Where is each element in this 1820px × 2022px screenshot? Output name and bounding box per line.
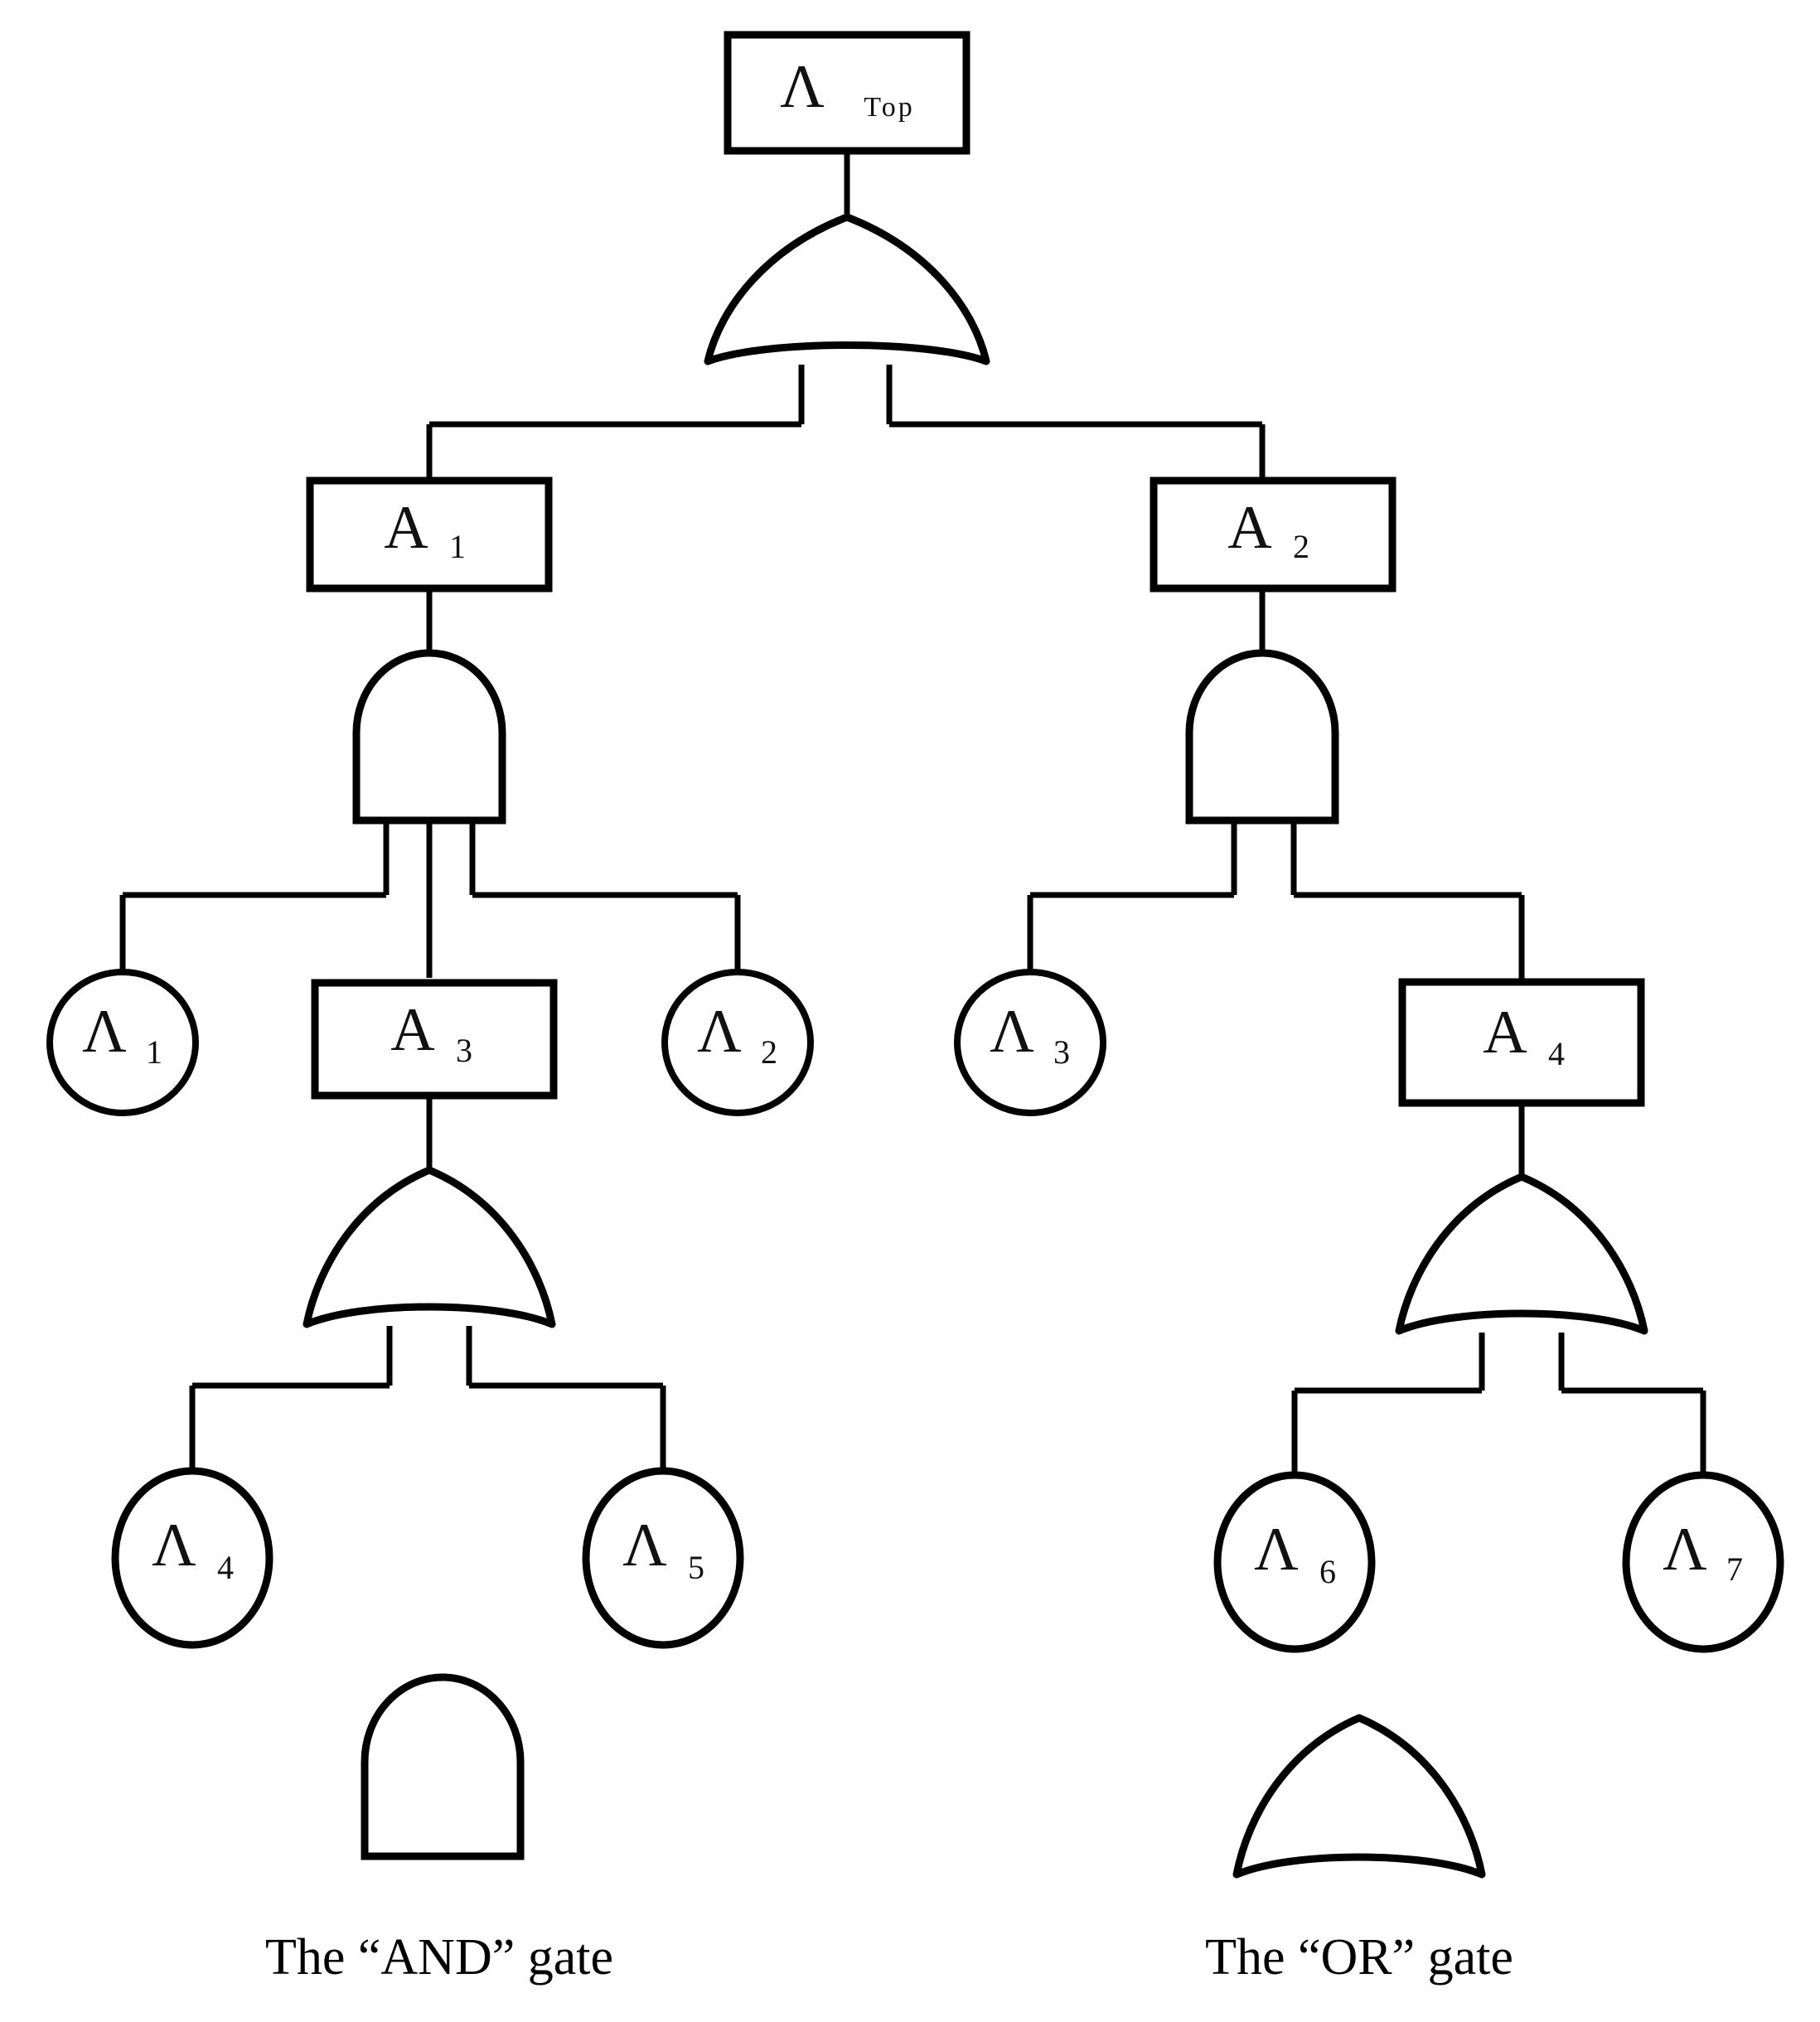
or-gate-icon — [1232, 1714, 1486, 1879]
legend-and-gate-shape — [361, 1673, 525, 1860]
l2-circle[interactable] — [661, 969, 814, 1116]
a1-box[interactable] — [306, 476, 553, 593]
a3-box[interactable] — [311, 979, 558, 1100]
top-event-symbol: Λ — [780, 53, 825, 121]
l7-subscript: 7 — [1726, 1550, 1743, 1588]
or-gate-shape[interactable] — [1395, 1173, 1648, 1335]
l3-circle[interactable] — [954, 969, 1106, 1116]
a4-box[interactable] — [1398, 978, 1645, 1107]
gate-and-a1[interactable] — [352, 649, 506, 825]
l1-circle[interactable] — [46, 969, 199, 1116]
a1-symbol: A — [384, 494, 428, 562]
gate-or-a3[interactable] — [303, 1166, 556, 1328]
legend-and-label: The “AND” gate — [265, 1929, 613, 1986]
top-event-subscript: Top — [864, 92, 914, 123]
legend-or-label: The “OR” gate — [1205, 1929, 1513, 1986]
and-gate-shape[interactable] — [1185, 649, 1339, 825]
a2-subscript: 2 — [1293, 528, 1309, 565]
l1-symbol: Λ — [82, 998, 127, 1066]
and-gate-shape[interactable] — [352, 649, 506, 825]
node-a2[interactable]: A 2 — [1150, 476, 1396, 593]
l6-subscript: 6 — [1319, 1553, 1336, 1590]
l5-subscript: 5 — [688, 1549, 704, 1586]
node-a4[interactable]: A 4 — [1398, 978, 1645, 1107]
l5-symbol: Λ — [622, 1512, 667, 1579]
l2-symbol: Λ — [697, 998, 742, 1066]
a4-symbol: A — [1483, 999, 1527, 1067]
or-gate-shape[interactable] — [704, 213, 990, 365]
l4-subscript: 4 — [217, 1549, 234, 1586]
a2-box[interactable] — [1150, 476, 1396, 593]
l6-symbol: Λ — [1254, 1516, 1299, 1584]
and-gate-icon — [361, 1673, 525, 1860]
l7-circle[interactable] — [1622, 1471, 1784, 1653]
a3-symbol: A — [390, 996, 434, 1064]
node-a1[interactable]: A 1 — [306, 476, 553, 593]
node-basic-l6[interactable]: Λ 6 — [1213, 1471, 1376, 1653]
node-basic-l2[interactable]: Λ 2 — [661, 969, 814, 1116]
l6-circle[interactable] — [1213, 1471, 1376, 1653]
l1-subscript: 1 — [146, 1033, 162, 1071]
node-top-event[interactable]: Λ Top — [724, 31, 971, 155]
node-basic-l5[interactable]: Λ 5 — [582, 1467, 744, 1649]
legend-or-gate-shape — [1232, 1714, 1486, 1879]
a2-symbol: A — [1227, 494, 1271, 562]
a1-subscript: 1 — [449, 528, 466, 565]
or-gate-shape[interactable] — [303, 1166, 556, 1328]
node-basic-l7[interactable]: Λ 7 — [1622, 1471, 1784, 1653]
node-basic-l1[interactable]: Λ 1 — [46, 969, 199, 1116]
l2-subscript: 2 — [761, 1033, 777, 1071]
l5-circle[interactable] — [582, 1467, 744, 1649]
l7-symbol: Λ — [1663, 1516, 1707, 1584]
gate-or-top[interactable] — [704, 213, 990, 365]
gate-and-a2[interactable] — [1185, 649, 1339, 825]
node-a3[interactable]: A 3 — [311, 979, 558, 1100]
a4-subscript: 4 — [1548, 1035, 1565, 1072]
l3-subscript: 3 — [1053, 1033, 1070, 1071]
l3-symbol: Λ — [990, 998, 1034, 1066]
node-basic-l3[interactable]: Λ 3 — [954, 969, 1106, 1116]
l4-symbol: Λ — [152, 1512, 196, 1579]
top-event-box[interactable] — [724, 31, 971, 155]
l4-circle[interactable] — [111, 1467, 273, 1649]
node-basic-l4[interactable]: Λ 4 — [111, 1467, 273, 1649]
a3-subscript: 3 — [456, 1032, 472, 1069]
gate-or-a4[interactable] — [1395, 1173, 1648, 1335]
